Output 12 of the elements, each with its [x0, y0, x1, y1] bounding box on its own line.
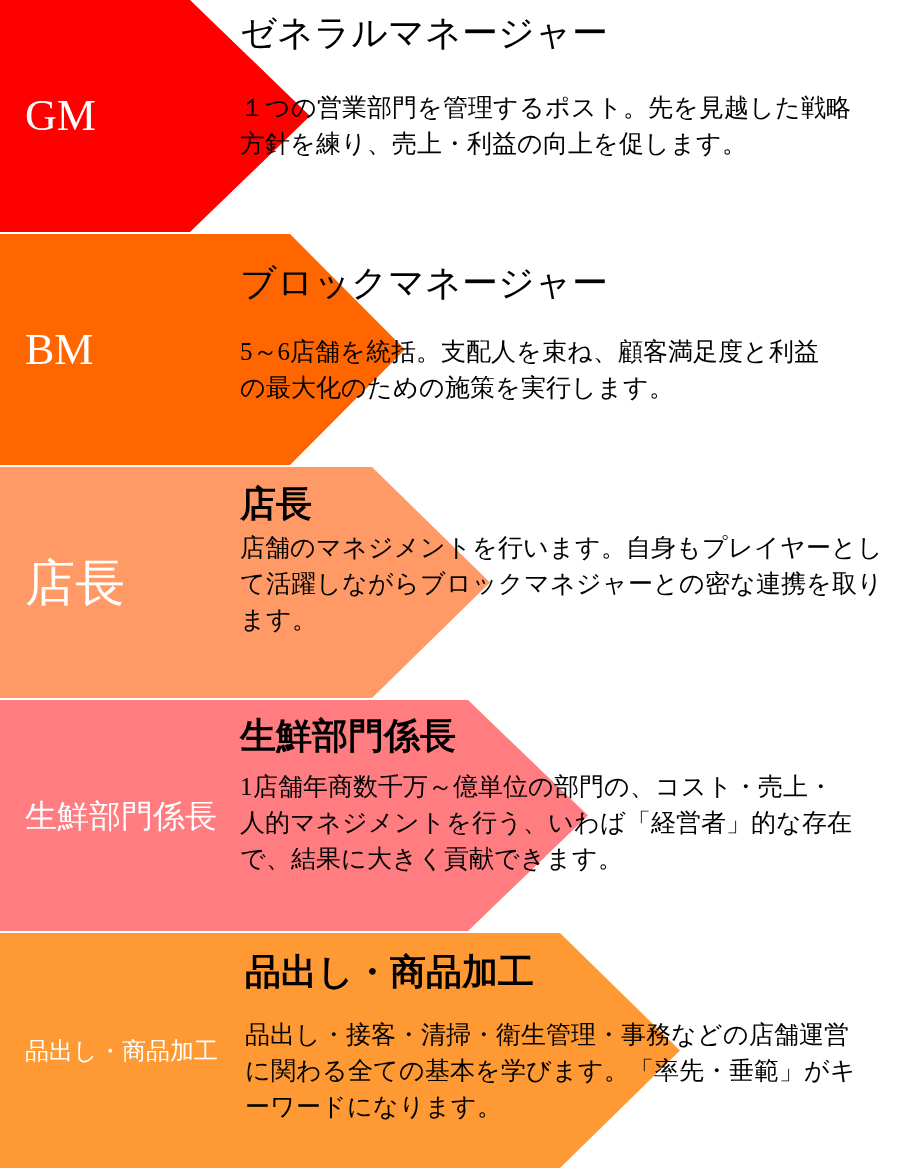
- role-title: 店長: [240, 485, 312, 525]
- role-title: ゼネラルマネージャー: [240, 14, 608, 54]
- role-title: 品出し・商品加工: [245, 953, 534, 993]
- rank-label: 生鮮部門係長: [25, 799, 217, 832]
- role-title: 生鮮部門係長: [240, 717, 456, 757]
- role-description: 1店舗年商数千万～億単位の部門の、コスト・売上・人的マネジメントを行う、いわば「経営者」的な存在で、結果に大きく貢献できます。: [240, 772, 852, 874]
- role-title: ブロックマネージャー: [240, 264, 608, 304]
- role-description: 品出し・接客・清掃・衛生管理・事務などの店舗運営に関わる全ての基本を学びます。「率先・垂範」がキーワードになります。: [245, 1020, 857, 1122]
- rank-label: BM: [25, 327, 94, 372]
- rank-label: GM: [25, 94, 96, 138]
- rank-label: 品出し・商品加工: [25, 1038, 218, 1063]
- rank-label: 店長: [25, 557, 125, 608]
